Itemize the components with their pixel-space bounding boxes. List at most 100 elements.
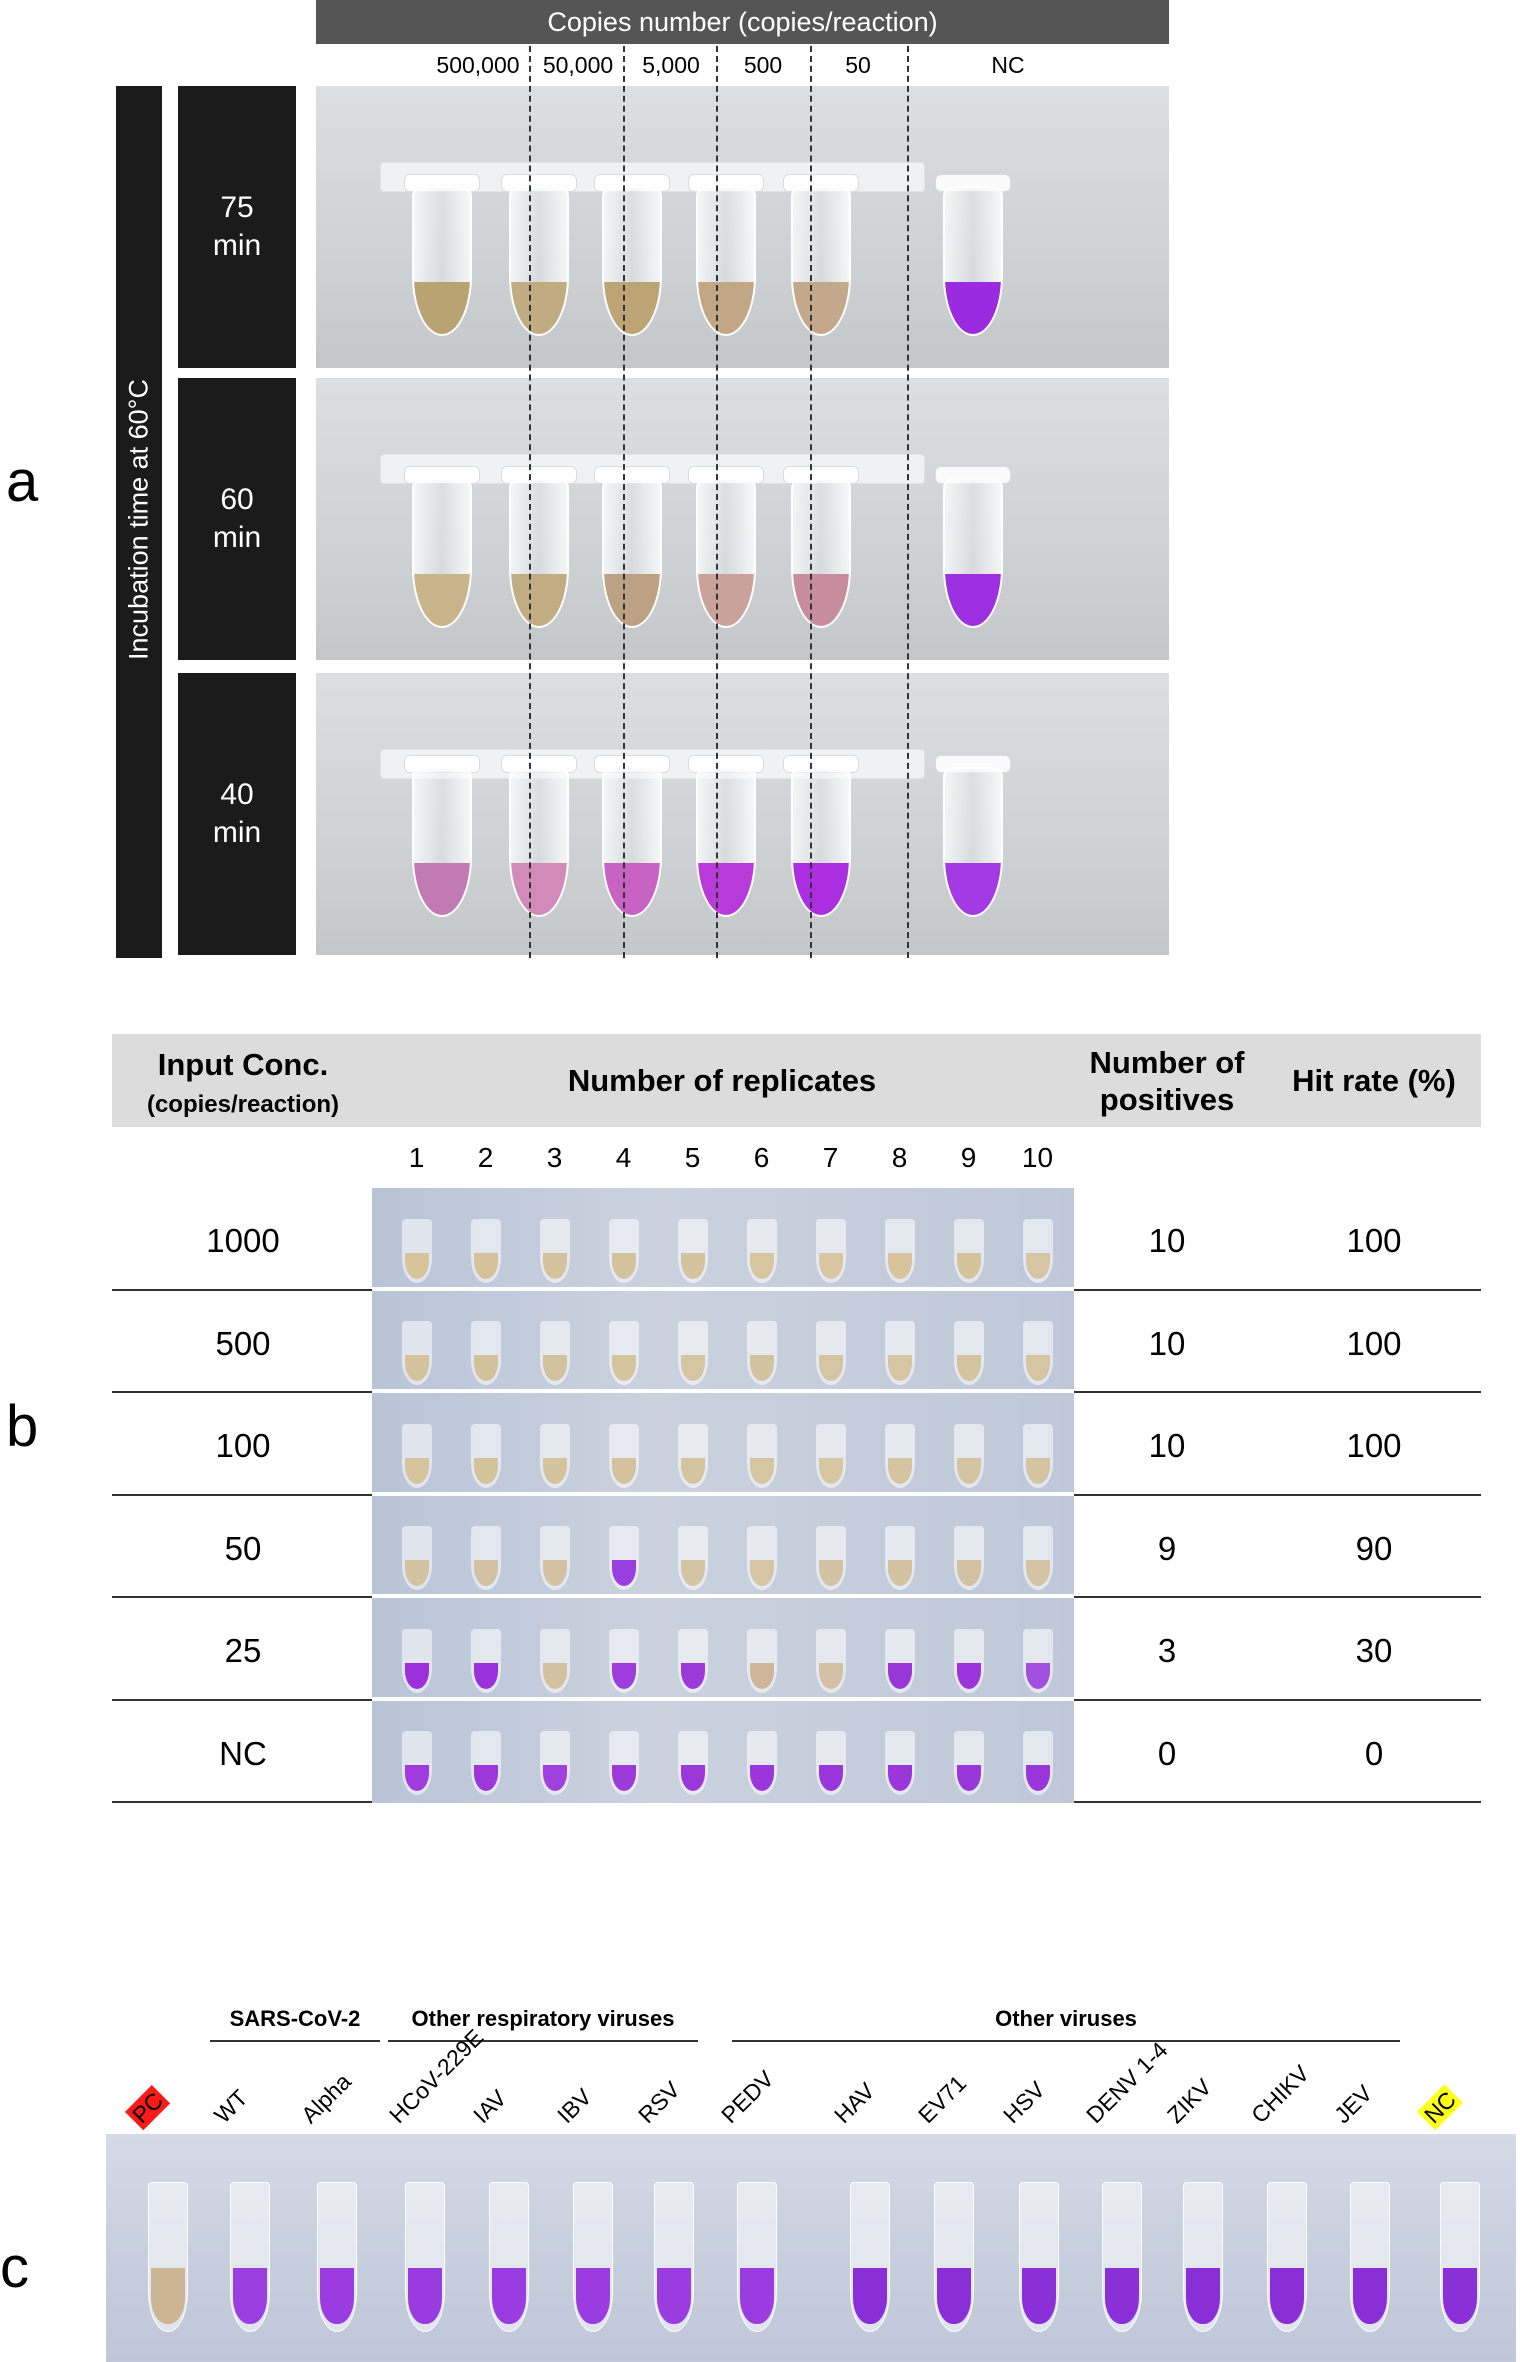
sample-label-text: WT xyxy=(209,2084,253,2129)
sample-label: WT xyxy=(207,2082,256,2131)
header-input-conc-unit: (copies/reaction) xyxy=(146,1091,340,1118)
replicate-tube xyxy=(676,1526,710,1590)
sample-tube-liquid xyxy=(1186,2268,1220,2324)
replicate-tube-liquid xyxy=(473,1457,498,1484)
row-rule-left xyxy=(112,1391,372,1393)
replicate-tube xyxy=(883,1321,917,1385)
group-label-other: Other viruses xyxy=(995,2006,1137,2031)
sample-tube-liquid xyxy=(408,2268,442,2324)
replicate-tube xyxy=(607,1321,641,1385)
replicate-tube-liquid xyxy=(749,1560,774,1586)
column-divider xyxy=(810,46,812,958)
tube-body xyxy=(943,186,1003,336)
replicate-tube xyxy=(952,1628,986,1693)
replicate-strip-photo xyxy=(372,1188,1074,1291)
tube-photo xyxy=(316,673,1169,955)
incubation-time-label: 40 min xyxy=(178,673,296,955)
tube-liquid xyxy=(945,863,1001,915)
replicate-tube-liquid xyxy=(680,1252,705,1279)
row-rule-right xyxy=(1068,1493,1481,1496)
positives-value: 0 xyxy=(1157,1734,1177,1772)
replicate-tube-liquid xyxy=(404,1457,429,1484)
incubation-time-label: 60 min xyxy=(178,378,296,660)
replicate-tube xyxy=(469,1526,503,1590)
replicate-tube-liquid xyxy=(473,1662,498,1689)
replicate-tube xyxy=(1021,1218,1055,1283)
sample-tube xyxy=(1437,2182,1483,2332)
replicate-tube-liquid xyxy=(611,1355,636,1381)
sample-tube xyxy=(931,2182,977,2332)
sample-tube-liquid xyxy=(1443,2268,1477,2324)
row-rule-right xyxy=(1068,1391,1481,1393)
replicate-tube-liquid xyxy=(956,1662,981,1689)
replicate-number: 4 xyxy=(615,1142,632,1173)
replicate-tube xyxy=(1021,1321,1055,1385)
copies-number-header-text: Copies number (copies/reaction) xyxy=(547,6,938,37)
reaction-tube xyxy=(781,164,861,336)
sample-tube xyxy=(1264,2182,1310,2332)
copies-column-label: 500,000 xyxy=(436,52,520,78)
replicate-tube-liquid xyxy=(611,1252,636,1279)
tube-liquid xyxy=(511,574,567,626)
replicate-tube-liquid xyxy=(887,1252,912,1279)
replicate-tube xyxy=(1021,1731,1055,1795)
sample-label: RSV xyxy=(631,2074,688,2131)
replicate-tube xyxy=(538,1423,572,1488)
replicate-tube-liquid xyxy=(473,1355,498,1381)
reaction-tube xyxy=(781,745,861,917)
tube-body xyxy=(696,186,756,336)
reaction-tube xyxy=(499,164,579,336)
replicate-tube xyxy=(469,1218,503,1283)
sample-label: JEV xyxy=(1327,2078,1380,2131)
replicate-tube xyxy=(469,1731,503,1795)
replicate-tube xyxy=(1021,1628,1055,1693)
header-hit-rate: Hit rate (%) xyxy=(1292,1063,1456,1098)
sample-tube-liquid xyxy=(740,2268,774,2324)
column-divider xyxy=(623,46,625,958)
sample-label: ZIKV xyxy=(1160,2072,1219,2131)
input-conc-value: 25 xyxy=(224,1632,262,1669)
replicate-strip-photo xyxy=(372,1290,1074,1393)
tube-body xyxy=(412,186,472,336)
sample-label-text: CHIKV xyxy=(1246,2060,1315,2129)
replicate-tube-liquid xyxy=(404,1252,429,1279)
replicate-tube-liquid xyxy=(749,1765,774,1791)
replicate-tube-liquid xyxy=(1025,1765,1050,1791)
positives-value: 10 xyxy=(1148,1324,1186,1362)
reaction-tube xyxy=(933,164,1013,336)
replicate-tube xyxy=(814,1218,848,1283)
replicate-tube-liquid xyxy=(1025,1252,1050,1279)
replicate-tube xyxy=(745,1731,779,1795)
reaction-tube xyxy=(933,745,1013,917)
replicate-number: 8 xyxy=(891,1142,908,1173)
sample-tube xyxy=(227,2182,273,2332)
replicate-tube xyxy=(607,1731,641,1795)
replicate-tube xyxy=(400,1321,434,1385)
sample-tube xyxy=(402,2182,448,2332)
sample-label-text: PC xyxy=(124,2085,171,2131)
tube-body xyxy=(602,767,662,917)
sample-tube xyxy=(486,2182,532,2332)
replicate-tube-liquid xyxy=(818,1560,843,1586)
group-label-respiratory: Other respiratory viruses xyxy=(411,2006,675,2031)
replicate-tube xyxy=(745,1526,779,1590)
replicate-tube xyxy=(538,1628,572,1693)
reaction-tube xyxy=(592,164,672,336)
sample-label-text: IAV xyxy=(468,2084,512,2129)
hit-rate-value: 100 xyxy=(1346,1427,1402,1464)
reaction-tube xyxy=(499,745,579,917)
tube-body xyxy=(509,767,569,917)
row-rule-right xyxy=(1068,1596,1481,1598)
hit-rate-value: 30 xyxy=(1355,1632,1393,1669)
tube-liquid xyxy=(698,282,754,334)
replicate-tube-liquid xyxy=(818,1662,843,1689)
header-positives: Number of positives xyxy=(1089,1045,1245,1117)
strip-separator xyxy=(372,1491,1074,1496)
replicate-number: 5 xyxy=(684,1142,701,1173)
replicate-tube xyxy=(607,1423,641,1488)
replicate-tube xyxy=(883,1423,917,1488)
input-conc-value: 100 xyxy=(215,1427,271,1464)
replicate-tube-liquid xyxy=(680,1662,705,1689)
replicate-tube-liquid xyxy=(887,1662,912,1689)
replicate-number: 2 xyxy=(477,1142,494,1173)
